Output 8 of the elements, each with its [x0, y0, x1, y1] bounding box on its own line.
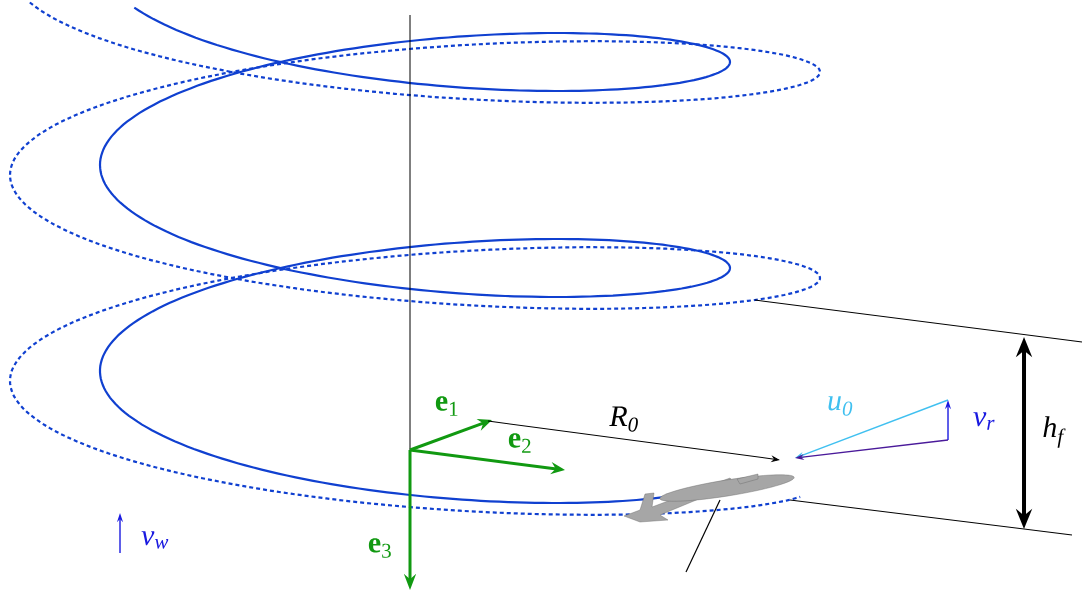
vector-label: e$_{2}$	[508, 433, 531, 453]
vector-label: v$_{r}$	[973, 412, 995, 430]
vector-label: h$_{f}$	[1043, 416, 1066, 448]
vector-label: R$_{0}$	[609, 406, 638, 432]
vector-label: e$_{3}$	[368, 538, 391, 558]
vector-label: v$_{w}$	[141, 531, 169, 549]
vector-label: e$_{1}$	[435, 396, 458, 416]
vector-label: u$_{0}$	[828, 396, 853, 416]
